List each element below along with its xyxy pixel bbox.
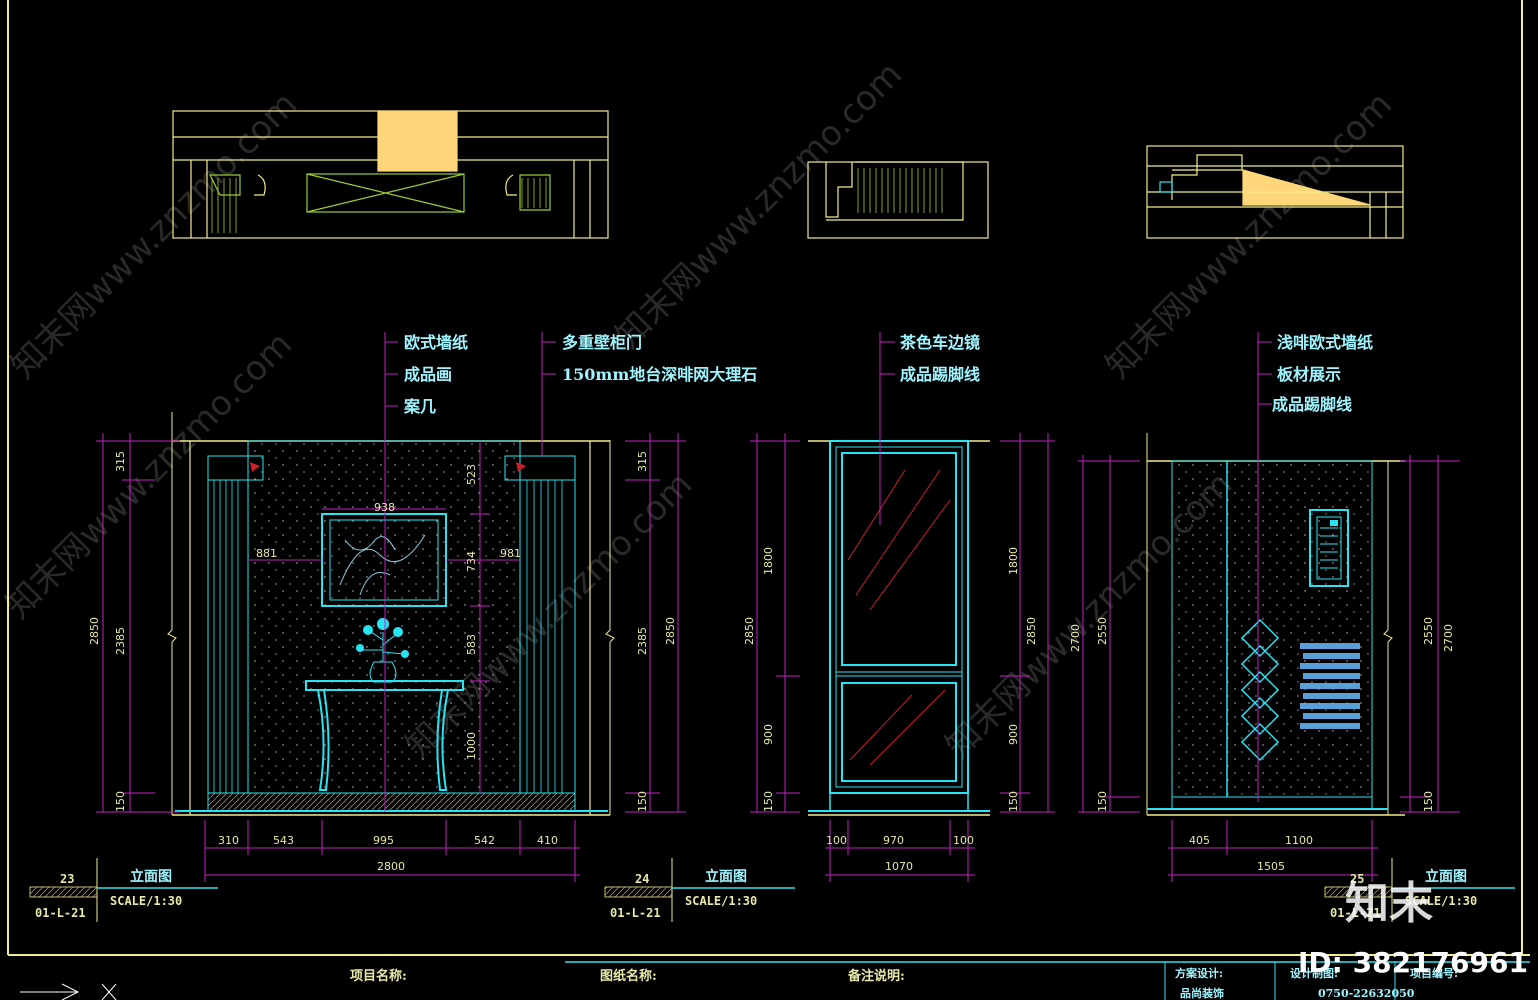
- brand-overlay: 知末 ID: 382176961: [1298, 878, 1528, 979]
- label-wallpaper: 欧式墙纸: [404, 333, 468, 352]
- watermark-2: 知末网www.znzmo.com: [608, 54, 910, 356]
- dim-a-b-410: 410: [537, 834, 558, 847]
- title-a-scale: SCALE/1:30: [110, 894, 182, 908]
- dim-a-l-2385: 2385: [114, 627, 127, 655]
- footer-remarks: 备注说明:: [847, 968, 905, 984]
- title-mark-b: 24 01-L-21 立面图 SCALE/1:30: [604, 858, 795, 922]
- footer-f1: 方案设计:: [1175, 966, 1223, 980]
- title-mark-a: 23 01-L-21 立面图 SCALE/1:30: [29, 858, 218, 922]
- dim-a-inner-583: 583: [465, 634, 478, 655]
- title-b-name: 立面图: [705, 868, 747, 885]
- dim-b-l-900: 900: [762, 724, 775, 745]
- dim-a-r-2385: 2385: [636, 627, 649, 655]
- label-painting: 成品画: [404, 365, 452, 384]
- dim-b-l-2850: 2850: [743, 617, 756, 645]
- elevation-b-text: 茶色车边镜 成品踢脚线 1800 900 150 2850 1800 900 1…: [743, 333, 1038, 873]
- label-light-wallpaper: 浅啡欧式墙纸: [1277, 333, 1373, 352]
- ucs-icon: [20, 983, 80, 1000]
- label-board-display: 板材展示: [1277, 365, 1341, 384]
- dim-b-r-1800: 1800: [1007, 547, 1020, 575]
- dim-a-b-543: 543: [273, 834, 294, 847]
- dim-a-inner-1000: 1000: [465, 732, 478, 760]
- dim-b-l-1800: 1800: [762, 547, 775, 575]
- title-c-scale: SCALE/1:30: [1405, 894, 1477, 908]
- dim-a-inner-734: 734: [465, 551, 478, 572]
- section-detail-2: [807, 161, 989, 239]
- title-b-scale: SCALE/1:30: [685, 894, 757, 908]
- title-a-sheet: 01-L-21: [35, 906, 86, 920]
- dim-c-r-2700: 2700: [1442, 624, 1455, 652]
- footer-f2: 设计制图:: [1290, 966, 1338, 980]
- footer-project-name: 项目名称:: [350, 968, 407, 984]
- dim-b-l-150: 150: [762, 791, 775, 812]
- dim-c-l-2700: 2700: [1069, 624, 1082, 652]
- drawing-frame: [7, 0, 1530, 956]
- axis-x-icon: [101, 983, 117, 1000]
- elevation-a-text: 欧式墙纸 成品画 案几 多重壁柜门 150mm地台深啡网大理石 315 2385…: [88, 333, 757, 873]
- dim-a-total: 2800: [377, 860, 405, 873]
- dim-b-total: 1070: [885, 860, 913, 873]
- title-c-sheet: 01-L-21: [1330, 906, 1381, 920]
- title-a-number: 23: [60, 872, 74, 886]
- title-block: 项目名称: 图纸名称: 备注说明: 方案设计: 设计制图: 项目编号: 品尚装饰…: [20, 961, 1530, 1000]
- dim-a-picture-left: 881: [256, 547, 277, 560]
- elevation-a: [96, 332, 686, 882]
- dim-c-r-2550: 2550: [1422, 617, 1435, 645]
- dim-b-r-150: 150: [1007, 791, 1020, 812]
- dim-b-b-100-right: 100: [953, 834, 974, 847]
- dim-c-b-1100: 1100: [1285, 834, 1313, 847]
- elevation-c: [1078, 332, 1460, 882]
- section-detail-1: [172, 110, 609, 239]
- dim-b-b-100-left: 100: [826, 834, 847, 847]
- elevation-b: [750, 332, 1055, 882]
- title-a-name: 立面图: [130, 868, 172, 885]
- label-cabinet-doors: 多重壁柜门: [562, 333, 642, 352]
- label-marble-platform: 150mm地台深啡网大理石: [562, 365, 757, 384]
- dim-c-total: 1505: [1257, 860, 1285, 873]
- dim-a-b-542: 542: [474, 834, 495, 847]
- label-console-table: 案几: [403, 397, 436, 416]
- label-skirting-b: 成品踢脚线: [900, 365, 980, 384]
- dim-c-b-405: 405: [1189, 834, 1210, 847]
- dim-a-r-315: 315: [636, 451, 649, 472]
- dim-c-l-2550: 2550: [1096, 617, 1109, 645]
- brand-id: ID: 382176961: [1298, 946, 1528, 979]
- dim-a-r-2850: 2850: [664, 617, 677, 645]
- dim-a-r-150: 150: [636, 791, 649, 812]
- footer-phone: 0750-22632050: [1318, 987, 1415, 1000]
- elevation-c-text: 浅啡欧式墙纸 板材展示 成品踢脚线 2700 2550 150 2550 270…: [1069, 333, 1455, 873]
- label-skirting-c: 成品踢脚线: [1272, 395, 1352, 414]
- dim-c-r-150: 150: [1422, 791, 1435, 812]
- footer-drawing-name: 图纸名称:: [600, 968, 657, 984]
- dim-b-r-900: 900: [1007, 724, 1020, 745]
- dim-c-l-150: 150: [1096, 791, 1109, 812]
- title-c-number: 25: [1350, 872, 1364, 886]
- dim-a-picture-right: 981: [500, 547, 521, 560]
- title-c-name: 立面图: [1425, 868, 1467, 885]
- title-b-sheet: 01-L-21: [610, 906, 661, 920]
- title-mark-c: 25 01-L-21 立面图 SCALE/1:30: [1324, 858, 1515, 922]
- dim-b-r-2850: 2850: [1025, 617, 1038, 645]
- dim-a-l-315: 315: [114, 451, 127, 472]
- brand-logo: 知末: [1345, 878, 1433, 929]
- dim-a-picture-width: 938: [374, 501, 395, 514]
- title-b-number: 24: [635, 872, 649, 886]
- dim-a-l-150: 150: [114, 791, 127, 812]
- footer-f3: 项目编号:: [1410, 966, 1458, 980]
- section-detail-3: [1146, 145, 1404, 239]
- label-tinted-mirror: 茶色车边镜: [899, 333, 980, 352]
- footer-company: 品尚装饰: [1180, 986, 1224, 1000]
- dim-a-b-310: 310: [218, 834, 239, 847]
- dim-b-b-970: 970: [883, 834, 904, 847]
- dim-a-b-995: 995: [373, 834, 394, 847]
- dim-a-l-2850: 2850: [88, 617, 101, 645]
- dim-a-inner-523: 523: [465, 464, 478, 485]
